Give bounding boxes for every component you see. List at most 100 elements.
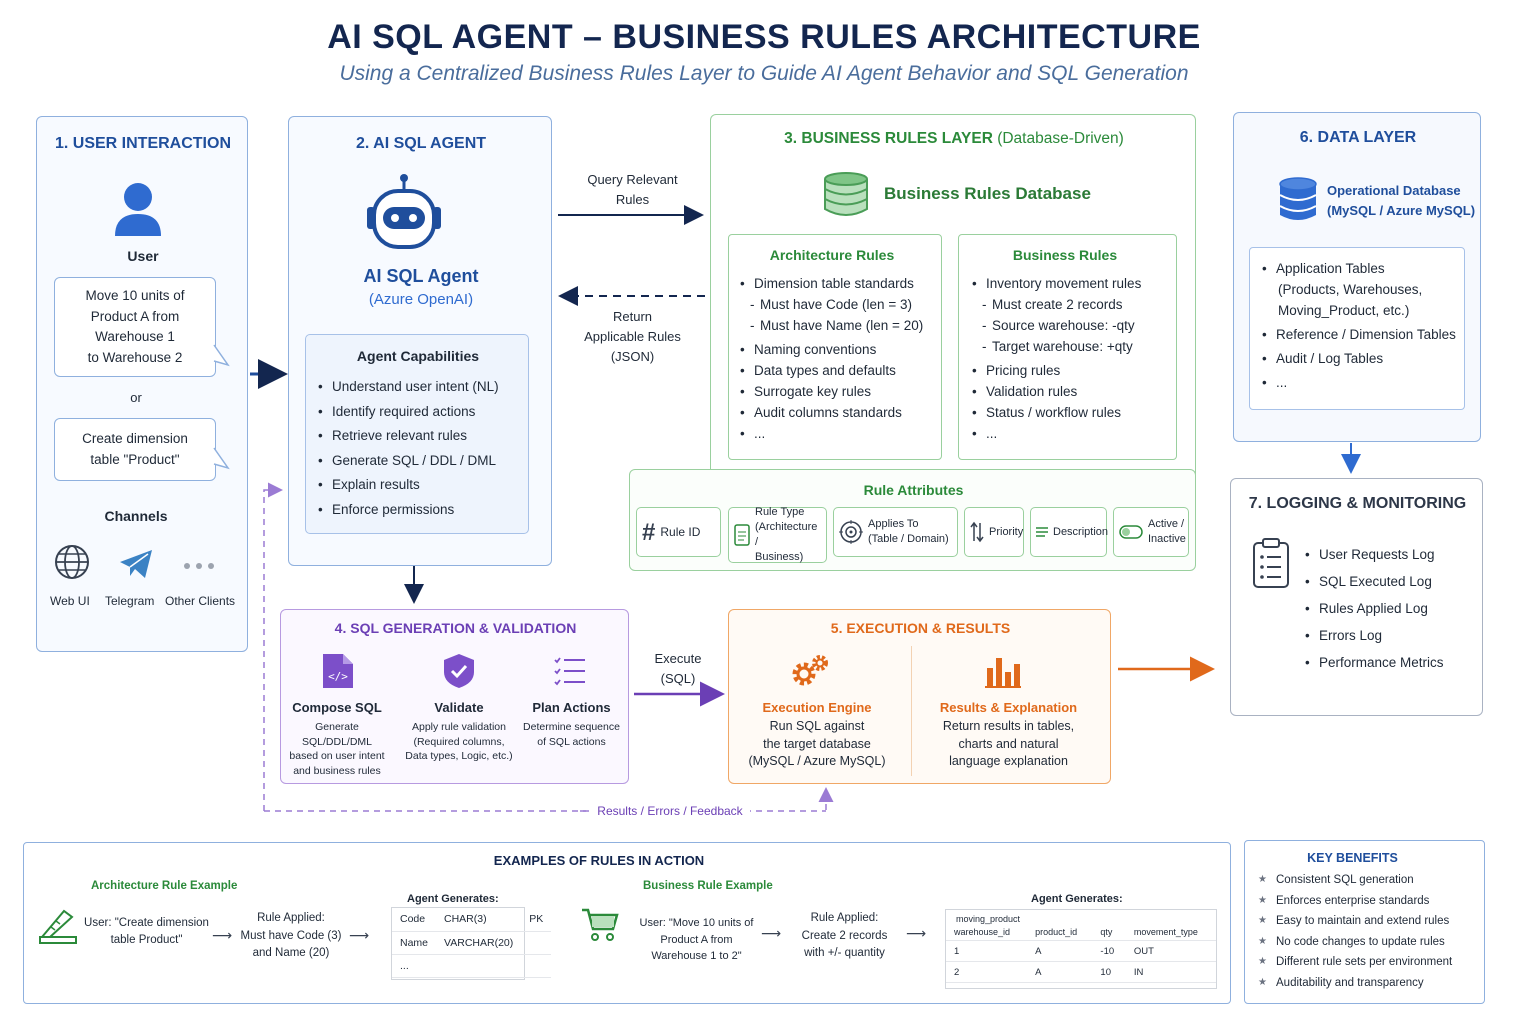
log-item: User Requests Log (1305, 541, 1480, 568)
arch-agent-generates: Agent Generates: (407, 893, 499, 905)
data-table-item: Audit / Log Tables (1262, 348, 1462, 369)
biz-example-title: Business Rule Example (643, 880, 773, 892)
shield-check-icon (444, 654, 474, 688)
capability-item: Generate SQL / DDL / DML (318, 449, 528, 474)
execute-label: Execute(SQL) (654, 651, 702, 686)
biz-rules-title: Business Rules (1012, 247, 1118, 263)
gears-icon (792, 655, 828, 686)
architecture-rules-box: Architecture Rules Dimension table stand… (728, 234, 942, 460)
attr-rule-type: Rule Type(Architecture /Business) (728, 506, 827, 563)
benefit-item: Consistent SQL generation (1258, 870, 1484, 891)
page-title: AI SQL AGENT – BUSINESS RULES ARCHITECTU… (327, 18, 1201, 56)
channel-web-ui: Web UI (50, 594, 90, 608)
cart-icon (582, 908, 619, 941)
ruler-pencil-icon (39, 909, 77, 944)
attr-priority: Priority (964, 507, 1024, 557)
rules-db-label: Business Rules Database (884, 184, 1091, 203)
rule-item: ... (740, 423, 940, 444)
data-table-item: Reference / Dimension Tables (1262, 324, 1462, 345)
benefit-item: Enforces enterprise standards (1258, 891, 1484, 912)
examples-panel: EXAMPLES OF RULES IN ACTION Architecture… (23, 842, 1231, 1004)
rule-item: ... (972, 423, 1172, 444)
log-item: Performance Metrics (1305, 649, 1480, 676)
rule-item: Status / workflow rules (972, 402, 1172, 423)
telegram-icon (120, 550, 152, 578)
channel-other-clients: Other Clients (165, 594, 236, 608)
capability-item: Retrieve relevant rules (318, 424, 528, 449)
arch-rules-list: Dimension table standardsMust have Code … (740, 273, 940, 444)
business-rules-box: Business Rules Inventory movement rulesM… (958, 234, 1177, 460)
rule-item: Target warehouse: +qty (972, 336, 1172, 357)
arch-rule-applied: Rule Applied:Must have Code (3)and Name … (240, 912, 342, 959)
benefit-item: Different rule sets per environment (1258, 952, 1484, 973)
rule-item: Inventory movement rules (972, 273, 1172, 294)
examples-title: EXAMPLES OF RULES IN ACTION (493, 853, 705, 868)
capability-item: Identify required actions (318, 400, 528, 425)
bubble-tail (213, 344, 230, 367)
capabilities-title: Agent Capabilities (356, 348, 480, 364)
log-item: Rules Applied Log (1305, 595, 1480, 622)
biz-table-name: moving_product (956, 914, 1021, 924)
rule-item: Pricing rules (972, 360, 1172, 381)
rule-item: Naming conventions (740, 339, 940, 360)
globe-icon (55, 545, 89, 579)
rule-item: Must have Code (len = 3) (740, 294, 940, 315)
benefit-item: Easy to maintain and extend rules (1258, 911, 1484, 932)
or-label: or (130, 390, 142, 405)
benefits-title: KEY BENEFITS (1307, 851, 1398, 865)
checklist-icon (554, 657, 585, 686)
capability-item: Understand user intent (NL) (318, 375, 528, 400)
benefits-list: Consistent SQL generation Enforces enter… (1258, 870, 1484, 993)
rule-item: Validation rules (972, 381, 1172, 402)
biz-agent-generates: Agent Generates: (1031, 893, 1123, 905)
data-layer-title: 6. DATA LAYER (1299, 129, 1417, 146)
user-label: User (127, 248, 159, 264)
target-icon (839, 520, 863, 544)
table-row: ... (392, 954, 552, 978)
plan-actions-step: Plan Actions Determine sequence of SQL a… (523, 700, 620, 748)
execution-engine: Execution Engine Run SQL against the tar… (748, 700, 886, 768)
database-icon (824, 172, 868, 216)
more-icon (184, 563, 214, 569)
log-item: Errors Log (1305, 622, 1480, 649)
feedback-loop-arrow (263, 482, 283, 811)
logging-title: 7. LOGGING & MONITORING (1248, 495, 1467, 512)
sql-generation-panel: 4. SQL GENERATION & VALIDATION </> Compo… (280, 609, 629, 784)
list-icon (1036, 527, 1048, 537)
hash-icon: # (642, 518, 656, 546)
attr-rule-id: # Rule ID (636, 507, 721, 557)
data-tables-list: Application Tables(Products, Warehouses,… (1262, 258, 1462, 396)
bubble-tail (213, 447, 230, 470)
arrow-right-icon: ⟶ (212, 927, 233, 943)
page-subtitle: Using a Centralized Business Rules Layer… (339, 62, 1189, 85)
attr-description: Description (1030, 507, 1108, 557)
arrow-right-icon: ⟶ (906, 925, 927, 941)
rule-item: Audit columns standards (740, 402, 940, 423)
attr-active: Active /Inactive (1113, 507, 1189, 557)
document-icon (734, 524, 750, 546)
data-table-item: ... (1262, 372, 1462, 393)
benefits-panel: KEY BENEFITS Consistent SQL generation E… (1244, 840, 1485, 1004)
user-icon (115, 183, 161, 236)
channels-title: Channels (104, 508, 168, 524)
capability-item: Explain results (318, 473, 528, 498)
ai-agent-title: 2. AI SQL AGENT (355, 135, 487, 152)
execution-title: 5. EXECUTION & RESULTS (830, 620, 1011, 636)
arrow-right-icon: ⟶ (761, 925, 782, 941)
logging-list: User Requests Log SQL Executed Log Rules… (1305, 541, 1480, 676)
rules-layer-title: 3. BUSINESS RULES LAYER (Database-Driven… (784, 130, 1124, 147)
arch-example-title: Architecture Rule Example (91, 880, 238, 892)
agent-capabilities-box: Agent Capabilities Understand user inten… (305, 334, 529, 534)
data-table-item: Application Tables(Products, Warehouses,… (1262, 258, 1462, 321)
